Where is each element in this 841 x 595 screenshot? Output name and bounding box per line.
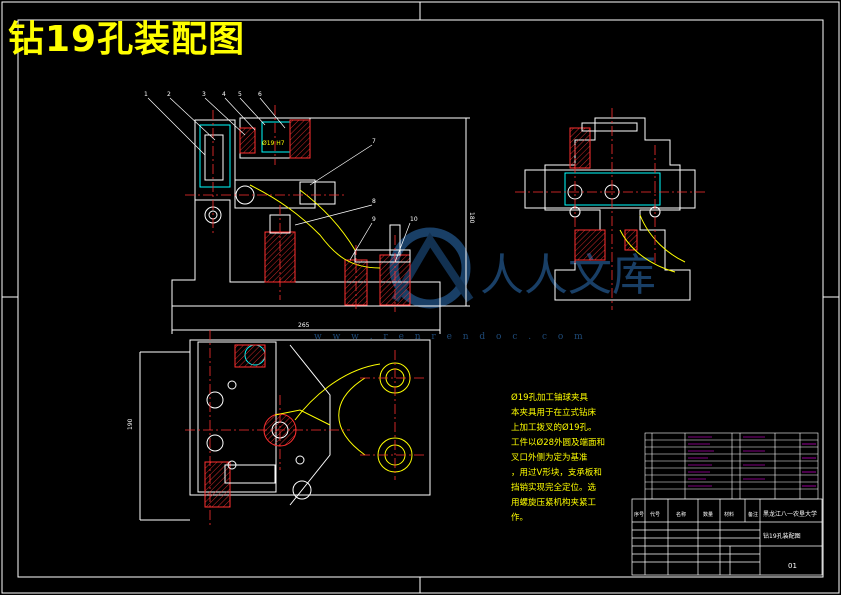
leader-9: 9 [372,216,376,223]
dim-plan-height: 190 [127,418,134,430]
tb-header-qty: 数量 [703,511,713,518]
note-line: 上加工拨叉的Ø19孔。 [511,423,597,433]
tb-header-no: 序号 [634,511,644,518]
tb-header-material: 材料 [724,511,734,518]
watermark-logo: 人人文库 [389,227,656,309]
title-block-text: 序号 代号 名称 数量 材料 备注 黑龙江八一农垦大学 钻19孔装配图 01 [634,510,817,570]
tb-header-remark: 备注 [748,511,758,518]
note-line: Ø19孔加工铀球夹具 [511,393,589,403]
leader-numbers: 1 2 3 4 5 6 7 8 9 10 [144,91,418,223]
leader-7: 7 [372,138,376,145]
note-line: ，用过V形块，支承板和 [511,468,602,478]
leader-5: 5 [238,91,242,98]
leader-2: 2 [167,91,171,98]
note-line: 工件以Ø28外圆及端面和 [511,438,606,448]
tb-header-name: 名称 [676,511,686,518]
tb-drawing-name: 钻19孔装配图 [763,532,801,540]
note-line: 本夹具用于在立式钻床 [511,408,597,418]
technical-notes: Ø19孔加工铀球夹具 本夹具用于在立式钻床 上加工拨叉的Ø19孔。 工件以Ø28… [511,391,629,526]
leader-3: 3 [202,91,206,98]
leader-6: 6 [258,91,262,98]
side-centerlines [515,108,705,310]
title-block [631,498,823,576]
tb-school: 黑龙江八一农垦大学 [763,510,817,518]
note-line: 用螺旋压紧机构夹紧工 [511,498,597,508]
tb-header-code: 代号 [650,511,660,518]
drawing-title: 钻19孔装配图 [8,19,246,60]
front-dimensions: 265 180 Ø19 H7 [262,140,475,329]
tb-sheet-no: 01 [788,562,797,570]
leader-lines [147,97,411,263]
leader-4: 4 [222,91,226,98]
leader-8: 8 [372,198,376,205]
note-line: 作。 [511,513,529,523]
dim-small: Ø19 H7 [262,140,285,147]
front-centerlines [185,105,396,312]
parts-list [644,432,819,500]
dim-overall-height: 180 [468,212,475,224]
watermark-url: w w w . r e n r e n d o c . c o m [314,332,587,342]
note-line: 叉口外侧为定为基准 [511,453,588,463]
leader-10: 10 [410,216,418,223]
leader-1: 1 [144,91,148,98]
dim-overall-width: 265 [298,322,310,329]
note-line: 挡销实现完全定位。选 [511,483,597,493]
parts-list-entries [688,436,816,487]
watermark-chars: 人人文库 [480,250,656,301]
plan-centerlines [185,330,425,525]
